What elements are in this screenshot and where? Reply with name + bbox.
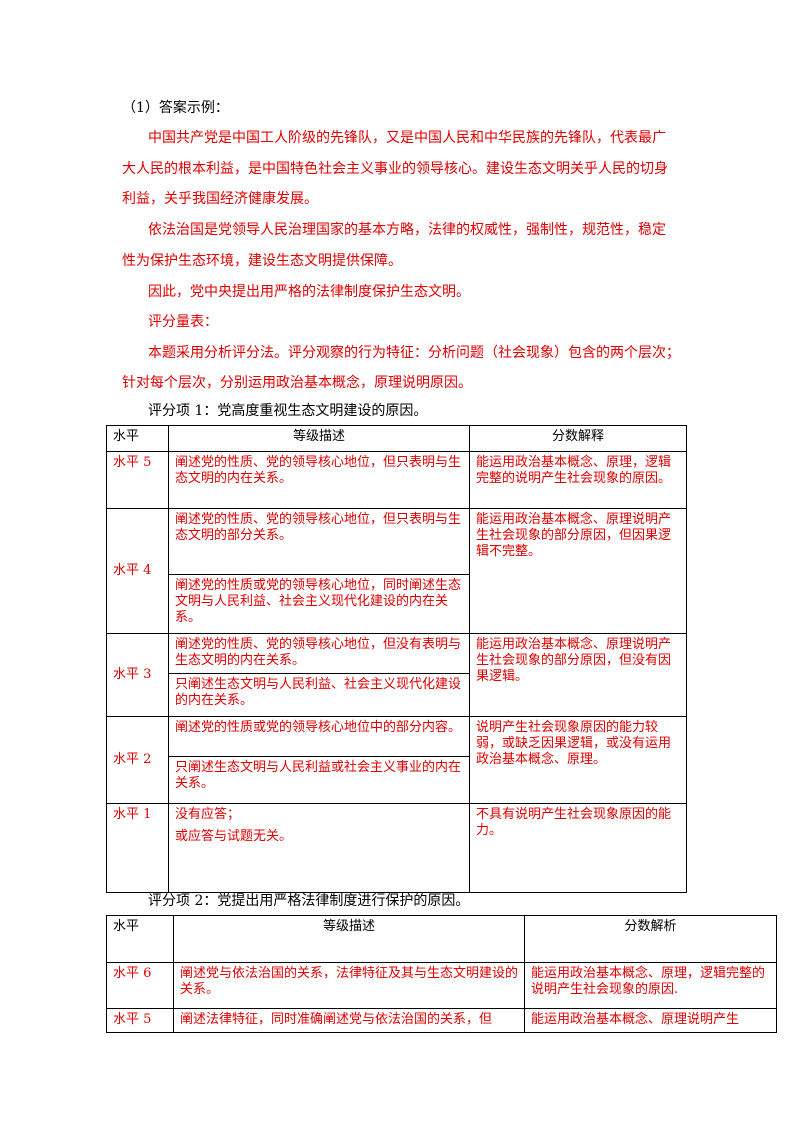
table2-caption: 评分项 2：党提出用严格法律制度进行保护的原因。	[148, 893, 470, 909]
rubric-table-1: 水平 等级描述 分数解释 水平 5 阐述党的性质、党的领导核心地位，但只表明与生…	[106, 425, 687, 893]
answer-line-6: 因此，党中央提出用严格的法律制度保护生态文明。	[148, 284, 470, 300]
table-header-row: 水平 等级描述 分数解析	[106, 915, 777, 963]
table-row: 水平 6 阐述党与依法治国的关系，法律特征及其与生态文明建设的关系。 能运用政治…	[106, 962, 777, 1009]
answer-line-3: 利益，关乎我国经济健康发展。	[122, 191, 318, 207]
level-cell: 水平 2	[106, 716, 169, 804]
desc-cell: 阐述党的性质或党的领导核心地位，同时阐述生态文明与人民利益、社会主义现代化建设的…	[168, 574, 470, 634]
score-cell: 能运用政治基本概念、原理，逻辑完整的说明产生社会现象的原因。	[469, 451, 687, 509]
desc-cell: 只阐述生态文明与人民利益或社会主义事业的内在关系。	[168, 756, 470, 804]
score-cell: 不具有说明产生社会现象原因的能力。	[469, 803, 687, 893]
table1-caption: 评分项 1：党高度重视生态文明建设的原因。	[148, 403, 428, 419]
level-cell: 水平 1	[106, 803, 169, 893]
desc-cell: 阐述党的性质、党的领导核心地位，但只表明与生态文明的部分关系。	[168, 508, 470, 575]
rubric-line-2: 针对每个层次，分别运用政治基本概念，原理说明原因。	[122, 375, 472, 391]
header-score: 分数解析	[524, 915, 777, 963]
section-heading: （1）答案示例：	[122, 100, 229, 116]
level-cell: 水平 3	[106, 633, 169, 717]
rubric-label: 评分量表：	[148, 314, 218, 330]
answer-line-5: 性为保护生态环境，建设生态文明提供保障。	[122, 253, 402, 269]
rubric-line-1: 本题采用分析评分法。评分观察的行为特征：分析问题（社会现象）包含的两个层次；	[148, 345, 680, 361]
score-cell: 能运用政治基本概念、原理，逻辑完整的说明产生社会现象的原因.	[524, 962, 777, 1009]
table-row: 阐述党的性质或党的领导核心地位，同时阐述生态文明与人民利益、社会主义现代化建设的…	[107, 574, 687, 634]
level-cell: 水平 4	[106, 508, 169, 634]
desc-cell: 没有应答； 或应答与试题无关。	[168, 803, 470, 893]
header-score: 分数解释	[469, 425, 687, 452]
table-row: 水平 5 阐述党的性质、党的领导核心地位，但只表明与生态文明的内在关系。 能运用…	[106, 451, 687, 509]
level-cell: 水平 6	[106, 962, 174, 1009]
table-row: 水平 2 阐述党的性质或党的领导核心地位中的部分内容。 说明产生社会现象原因的能…	[106, 716, 687, 804]
desc-line: 没有应答；	[175, 807, 241, 822]
score-cell: 能运用政治基本概念、原理说明产生社会现象的部分原因，但因果逻辑不完整。	[469, 508, 687, 634]
level-cell: 水平 5	[106, 1008, 174, 1033]
desc-cell: 阐述法律特征，同时准确阐述党与依法治国的关系，但	[173, 1008, 525, 1033]
rubric-table-2: 水平 等级描述 分数解析 水平 6 阐述党与依法治国的关系，法律特征及其与生态文…	[106, 915, 777, 1033]
score-cell: 能运用政治基本概念、原理说明产生	[524, 1008, 777, 1033]
score-cell: 说明产生社会现象原因的能力较弱，或缺乏因果逻辑，或没有运用政治基本概念、原理。	[469, 716, 687, 804]
header-desc: 等级描述	[173, 915, 525, 963]
desc-cell: 阐述党的性质、党的领导核心地位，但没有表明与生态文明的内在关系。	[168, 633, 470, 674]
desc-cell: 只阐述生态文明与人民利益、社会主义现代化建设的内在关系。	[168, 673, 470, 717]
level-cell: 水平 5	[106, 451, 169, 509]
answer-line-4: 依法治国是党领导人民治理国家的基本方略，法律的权威性，强制性，规范性，稳定	[148, 222, 666, 238]
desc-cell: 阐述党的性质或党的领导核心地位中的部分内容。	[168, 716, 470, 757]
table-row: 水平 1 没有应答； 或应答与试题无关。 不具有说明产生社会现象原因的能力。	[106, 803, 687, 893]
table-header-row: 水平 等级描述 分数解释	[106, 425, 687, 452]
desc-cell: 阐述党与依法治国的关系，法律特征及其与生态文明建设的关系。	[173, 962, 525, 1009]
answer-line-1: 中国共产党是中国工人阶级的先锋队，又是中国人民和中华民族的先锋队，代表最广	[148, 130, 666, 146]
desc-line: 或应答与试题无关。	[175, 829, 293, 844]
header-level: 水平	[106, 915, 174, 963]
table-row: 水平 3 阐述党的性质、党的领导核心地位，但没有表明与生态文明的内在关系。 能运…	[106, 633, 687, 717]
table-row: 水平 5 阐述法律特征，同时准确阐述党与依法治国的关系，但 能运用政治基本概念、…	[106, 1008, 777, 1033]
answer-line-2: 大人民的根本利益，是中国特色社会主义事业的领导核心。建设生态文明关乎人民的切身	[122, 161, 668, 177]
table-row: 水平 4 阐述党的性质、党的领导核心地位，但只表明与生态文明的部分关系。 能运用…	[106, 508, 687, 634]
desc-cell: 阐述党的性质、党的领导核心地位，但只表明与生态文明的内在关系。	[168, 451, 470, 509]
score-cell: 能运用政治基本概念、原理说明产生社会现象的部分原因，但没有因果逻辑。	[469, 633, 687, 717]
header-level: 水平	[106, 425, 169, 452]
header-desc: 等级描述	[168, 425, 470, 452]
table-row: 只阐述生态文明与人民利益或社会主义事业的内在关系。	[107, 756, 687, 804]
